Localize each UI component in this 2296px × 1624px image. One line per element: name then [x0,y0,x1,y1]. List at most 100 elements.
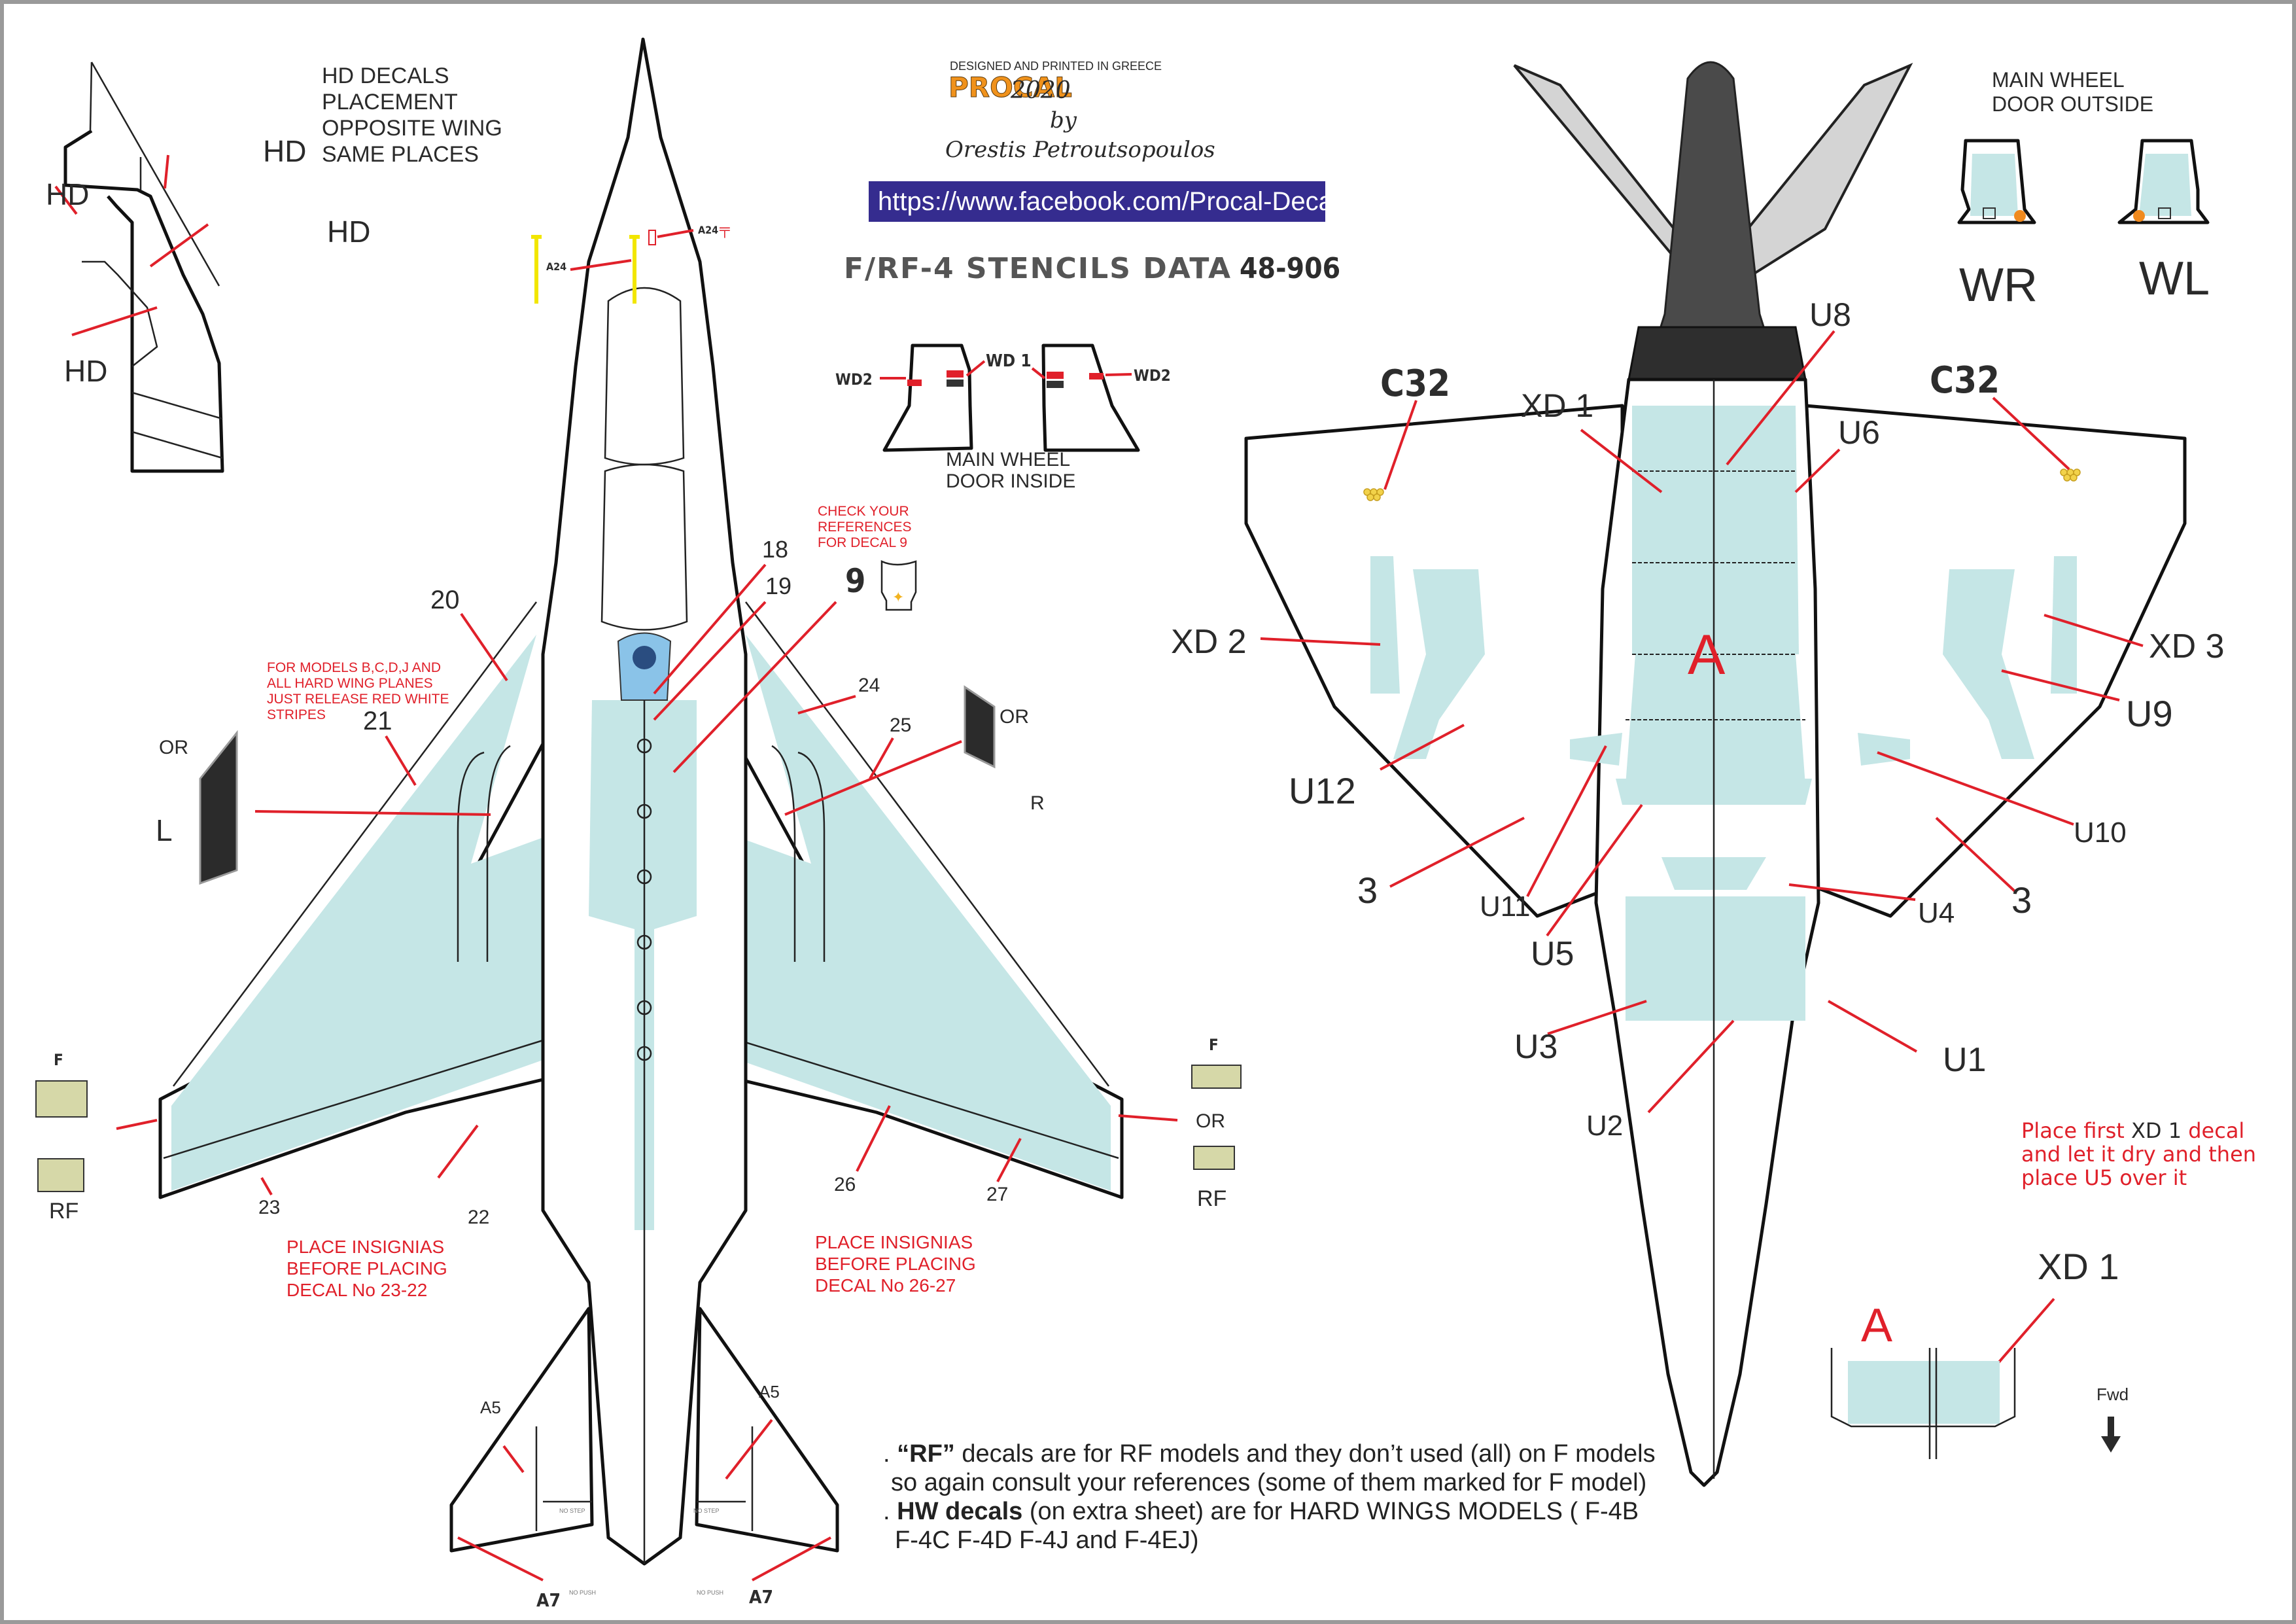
right-panel-or: OR [1000,706,1029,728]
label-u12: U12 [1289,770,1356,811]
insignia-note-right: BEFORE PLACING [815,1254,976,1274]
label-3-left: 3 [1357,870,1378,911]
facebook-link[interactable]: https://www.facebook.com/Procal-Decals [869,181,1352,222]
door-outside-right-stencil [1970,154,2018,216]
label-21: 21 [363,707,392,735]
wd1-leader [1031,367,1046,380]
label-a5-left: A5 [480,1398,501,1417]
a24-leader [657,229,694,238]
arrow-down-icon [2101,1417,2121,1453]
hd-wing-root [89,62,93,132]
label-u5: U5 [1531,935,1574,973]
hard-wing-note: FOR MODELS B,C,D,J AND [267,660,441,675]
label-u3: U3 [1514,1028,1557,1066]
wd2-decal [907,380,922,386]
leader-19 [653,601,767,721]
left-stabilizer [449,1307,594,1553]
insignia-note-right: DECAL No 26-27 [815,1275,956,1296]
xd1-detail-stencil [1848,1361,2000,1424]
formation-light-f [1191,1065,1242,1089]
leader-22 [437,1124,479,1179]
leader-xd2 [1260,637,1381,646]
left-panel-or: OR [159,737,188,758]
hd-leader [71,306,158,336]
wd2-leader [1105,373,1132,376]
walkway-panel-right [964,685,996,769]
label-u9: U9 [2126,693,2173,734]
wd2-decal [1089,373,1104,380]
leader-a7 [457,1536,544,1581]
hd-title-line: HD DECALS [322,63,449,88]
insignia-note-left: PLACE INSIGNIAS [287,1237,444,1257]
leader-right-tip [1118,1114,1178,1121]
right-intake-lines [771,745,826,962]
insignia-note-left: DECAL No 23-22 [287,1280,427,1300]
door-inside-title: MAIN WHEEL [946,449,1070,470]
label-u2: U2 [1586,1110,1623,1142]
a24-leader [570,259,632,271]
note-line-4: F-4C F-4D F-4J and F-4EJ) [895,1527,1199,1554]
right-tip-f: F [1209,1036,1219,1054]
left-tip-rf: RF [49,1199,78,1224]
stencil-area-u1-u3 [1626,896,1805,1021]
label-a: A [1688,624,1726,686]
label-u11: U11 [1480,891,1530,923]
xd1-detail-label: XD 1 [2038,1246,2119,1287]
label-xd1: XD 1 [1521,387,1593,424]
right-wing-stencil-area [739,635,1111,1191]
a24-left-label: A24 [546,260,566,273]
wheel-door-inside: WD2 WD 1 WD2 MAIN WHEEL DOOR INSIDE [835,344,1171,492]
hard-wing-note: JUST RELEASE RED WHITE [267,692,449,707]
leader-u8 [1726,330,1835,466]
fin-dark-spine [1646,61,1778,368]
top-view-aircraft: A24 A24 ╤ 18 19 20 21 24 25 22 23 26 27 … [35,37,1242,1611]
hd-flap-line [82,260,158,367]
leader-27 [996,1138,1022,1182]
leader-c32 [1992,397,2070,470]
leader-26 [856,1105,891,1172]
stencil-area-xd3-u9 [1943,556,2077,759]
leader-23 [260,1177,273,1195]
hd-label-4: HD [64,354,107,388]
general-notes: . “RF” decals are for RF models and they… [883,1439,1720,1555]
xd1-note-part: Place first [2021,1118,2131,1143]
label-c32-left: C32 [1380,362,1450,405]
hd-label-1: HD [46,177,89,211]
wd1-plate [1047,381,1064,388]
label-u10: U10 [2074,817,2127,849]
label-xd3: XD 3 [2149,627,2225,665]
label-22: 22 [468,1207,489,1228]
note-hw-bold: HW decals [897,1498,1023,1525]
fwd-label: Fwd [2096,1385,2129,1404]
no-step-stencil: NO STEP [693,1508,720,1514]
leader-c32 [1383,400,1418,490]
wd2-label: WD2 [835,370,873,389]
label-wl: WL [2139,253,2210,305]
wd1-leader [965,360,986,377]
xd1-note-part: decal and let it dry and then place U5 o… [2021,1118,2257,1190]
wd1-decal [1047,372,1064,379]
canopy-front [604,287,685,466]
decal9-shape [880,560,917,611]
leader-u12 [1380,724,1465,771]
leader-u11 [1526,745,1607,897]
leader-u9 [2001,669,2120,701]
leader-a5 [502,1445,525,1474]
leader-3-left [1389,817,1525,888]
fuselage-circles [636,738,652,1061]
xd1-placement-note: Place first XD 1 decal and let it dry an… [2021,1119,2283,1190]
hd-panel-line [131,431,223,459]
label-u8: U8 [1809,296,1851,333]
note-text: (on extra sheet) are for HARD WINGS MODE… [1022,1498,1639,1525]
a24-decal [648,230,656,245]
hd-leader [164,154,169,189]
label-18: 18 [762,536,788,563]
canopy-rear [600,463,688,631]
header: DESIGNED AND PRINTED IN GREECE PROCAL 20… [844,60,1340,285]
wd1-decal [947,370,964,378]
door-inside-right [1041,344,1140,452]
decal-9: CHECK YOUR REFERENCES FOR DECAL 9 9 ✦ [818,504,917,611]
exhaust-nozzles [1627,326,1807,381]
hd-leader [54,185,78,215]
hd-wing-leading-edge [90,62,220,287]
